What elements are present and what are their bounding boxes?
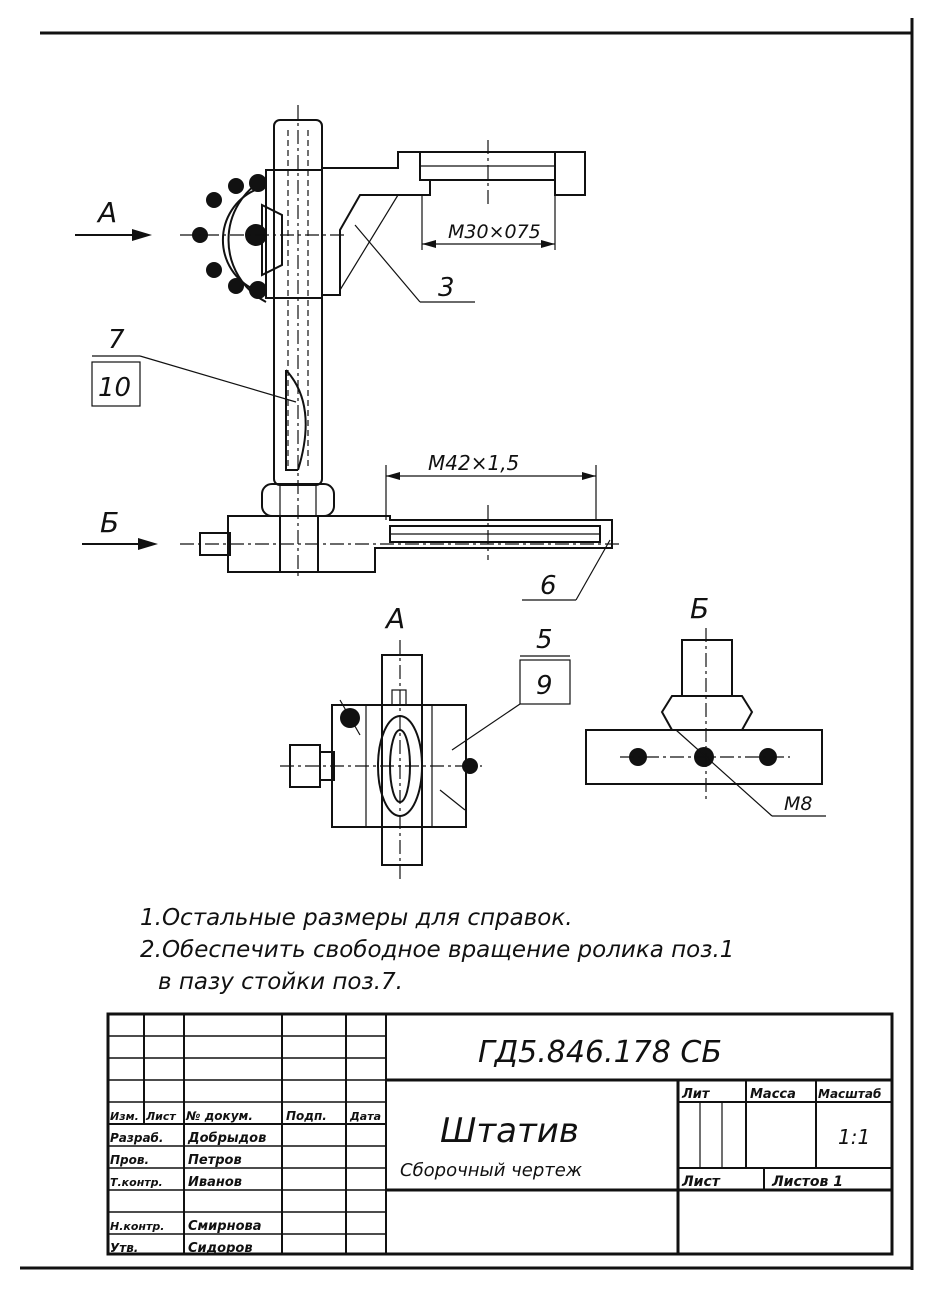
position-label-7: 7: [108, 325, 125, 355]
position-label-3: 3: [438, 273, 455, 303]
dimension-thread-bottom: М42×1,5: [385, 451, 597, 520]
drawing-frame: [20, 18, 914, 1270]
col-header-doc: № докум.: [185, 1109, 253, 1123]
lit-label: Лит: [681, 1087, 711, 1102]
mass-label: Масса: [750, 1087, 796, 1102]
document-designation: ГД5.846.178 СБ: [478, 1035, 722, 1070]
view-arrow-b-label: Б: [100, 506, 119, 539]
role-approver: Утв.: [110, 1241, 138, 1255]
scale-value: 1:1: [838, 1125, 870, 1149]
position-label-6: 6: [540, 571, 557, 601]
role-checker: Пров.: [110, 1153, 149, 1167]
person-approver: Сидоров: [188, 1241, 253, 1256]
col-header-date: Дата: [349, 1110, 381, 1123]
sheets-count-label: Листов 1: [771, 1174, 843, 1190]
position-callout-5-9: 5 9: [451, 625, 571, 751]
col-header-list: Лист: [145, 1110, 176, 1123]
note-3: в пазу стойки поз.7.: [158, 969, 403, 995]
view-arrow-b: Б: [82, 506, 158, 550]
dimension-thread-bottom-label: М42×1,5: [428, 451, 519, 475]
note-2: 2.Обеспечить свободное вращение ролика п…: [140, 937, 734, 963]
view-b-title: Б: [690, 592, 709, 625]
position-label-5: 5: [536, 625, 553, 655]
role-tech-control: Т.контр.: [110, 1176, 163, 1189]
person-norm-control: Смирнова: [188, 1219, 262, 1234]
position-label-10: 10: [98, 373, 131, 403]
product-name: Штатив: [440, 1111, 579, 1151]
role-norm-control: Н.контр.: [110, 1220, 164, 1233]
view-b: Б М8: [585, 592, 826, 817]
dimension-thread-top: М30×075: [421, 195, 556, 250]
dimension-thread-view-b-label: М8: [784, 793, 812, 815]
position-callout-7-10: 7 10: [91, 325, 297, 407]
person-tech-control: Иванов: [188, 1175, 242, 1190]
title-block: Изм. Лист № докум. Подп. Дата Разраб. Пр…: [106, 1012, 894, 1256]
document-type: Сборочный чертеж: [400, 1160, 583, 1181]
role-developer: Разраб.: [110, 1131, 164, 1145]
position-callout-6: 6: [522, 539, 611, 601]
dimension-thread-top-label: М30×075: [448, 221, 541, 243]
position-callout-3: 3: [354, 224, 475, 303]
technical-notes: 1.Остальные размеры для справок. 2.Обесп…: [140, 905, 734, 995]
view-arrow-a-label: А: [96, 196, 117, 229]
view-a-title: А: [384, 602, 405, 635]
person-checker: Петров: [188, 1153, 242, 1168]
note-1: 1.Остальные размеры для справок.: [140, 905, 573, 931]
view-arrow-a: А: [75, 196, 152, 241]
person-developer: Добрыдов: [187, 1131, 266, 1146]
sheet-label: Лист: [681, 1174, 721, 1190]
col-header-izm: Изм.: [110, 1110, 139, 1123]
main-view-stand: [180, 105, 620, 580]
col-header-sign: Подп.: [286, 1109, 327, 1123]
view-a: А: [280, 602, 482, 880]
position-label-9: 9: [536, 671, 553, 701]
scale-label: Масштаб: [818, 1087, 881, 1101]
